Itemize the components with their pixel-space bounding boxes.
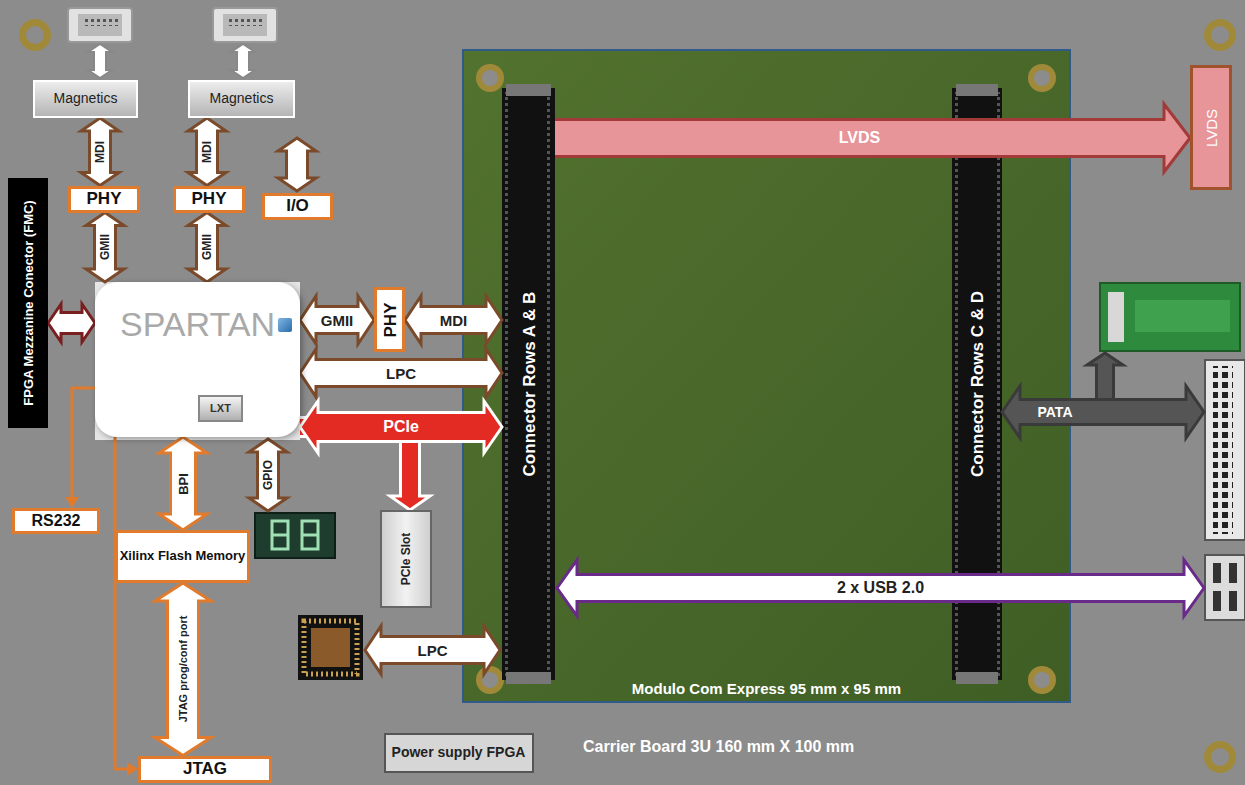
node-text: I/O <box>286 197 309 216</box>
node-text: FPGA Mezzanine Conector (FMC) <box>22 200 35 405</box>
node-text: LXT <box>210 402 231 414</box>
compact-flash-card <box>1100 283 1240 351</box>
bus-arrow <box>48 304 95 342</box>
bus-arrow <box>300 349 502 397</box>
usb-connector <box>1205 555 1245 620</box>
fmc-connector: FPGA Mezzanine Conector (FMC) <box>8 178 48 428</box>
bus-arrow <box>188 118 226 186</box>
node-text: Connector Rows C & D <box>969 291 986 477</box>
fpga-chip: SPARTAN LXT <box>95 282 300 437</box>
seven-segment-display <box>255 513 335 558</box>
chip-shadow <box>95 282 300 440</box>
node-text: SPARTAN <box>120 306 275 343</box>
node-text: Modulo Com Express 95 mm x 95 mm <box>463 680 1070 697</box>
bus-arrow <box>300 401 502 453</box>
node-text: Power supply FPGA <box>392 745 526 760</box>
arrow-label: PATA <box>1038 405 1073 419</box>
bus-arrow <box>81 118 119 186</box>
magnetics-box: Magnetics <box>33 80 138 118</box>
signal-line <box>65 388 95 508</box>
bus-arrow <box>188 213 226 283</box>
signal-arrow <box>1002 386 1204 438</box>
arrow-label: GMII <box>99 234 111 260</box>
arrow-label: 2 x USB 2.0 <box>837 580 924 596</box>
arrow-label: MDI <box>440 313 468 328</box>
bus-arrow <box>155 583 211 756</box>
pcie-slot: PCIe Slot <box>380 510 432 608</box>
arrow-label: PCIe <box>383 419 419 435</box>
arrow-label: LPC <box>418 643 448 658</box>
bus-arrow <box>86 213 124 283</box>
bus-arrow <box>555 104 1190 172</box>
signal-arrow <box>278 138 316 191</box>
bus-arrow <box>405 296 502 344</box>
phy-box: PHY <box>173 186 245 213</box>
ide-header <box>1205 360 1245 540</box>
power-supply-box: Power supply FPGA <box>384 733 534 773</box>
node-text: Magnetics <box>54 91 118 106</box>
signal-line <box>115 437 138 776</box>
node-text: JTAG <box>183 760 227 779</box>
mounting-hole <box>19 19 1236 773</box>
jtag-box: JTAG <box>138 756 272 783</box>
phy-box: PHY <box>374 287 405 352</box>
lpc-chip <box>298 615 363 680</box>
signal-arrow <box>1087 353 1123 400</box>
arrow-label: JTAG prog/conf port <box>178 616 189 723</box>
signal-arrow <box>231 44 255 78</box>
logo-cube <box>278 318 292 332</box>
io-box: I/O <box>262 193 333 220</box>
phy-box: PHY <box>68 186 140 213</box>
bus-arrow <box>159 437 207 530</box>
arrow-label: MDI <box>94 141 106 163</box>
arrow-label: GPIO <box>262 460 274 490</box>
node-text: RS232 <box>32 512 81 530</box>
com-express-module: Modulo Com Express 95 mm x 95 mm Connecto… <box>463 50 1070 702</box>
signal-arrow <box>249 439 287 511</box>
flash-memory-box: Xilinx Flash Memory <box>115 530 250 583</box>
node-text: PHY <box>381 302 398 337</box>
arrow-label: BPI <box>177 473 190 495</box>
arrow-label: GMII <box>201 234 213 260</box>
bus-arrow <box>300 296 374 344</box>
chip-marking: LXT <box>198 395 243 422</box>
node-text: Connector Rows A & B <box>520 292 537 477</box>
rs232-box: RS232 <box>12 508 100 534</box>
arrow-label: LVDS <box>839 130 880 146</box>
magnetics-box: Magnetics <box>188 80 295 118</box>
lvds-connector: LVDS <box>1190 65 1232 190</box>
arrow-label: GMII <box>321 313 354 328</box>
node-text: LVDS <box>1204 108 1219 146</box>
arrow-label: LPC <box>386 366 416 381</box>
rj45-jack <box>68 8 277 42</box>
board-connector: Connector Rows A & B <box>502 88 555 680</box>
node-text: PCIe Slot <box>400 533 412 586</box>
node-text: Magnetics <box>210 91 274 106</box>
arrow-label: MDI <box>201 141 213 163</box>
node-text: Xilinx Flash Memory <box>120 549 246 563</box>
board-connector: Connector Rows C & D <box>952 88 1002 680</box>
board-title: Carrier Board 3U 160 mm X 100 mm <box>583 739 854 755</box>
signal-arrow <box>88 44 112 78</box>
signal-arrow <box>557 560 1204 616</box>
signal-arrow <box>365 626 500 674</box>
node-text: PHY <box>87 190 122 209</box>
node-text: PHY <box>192 190 227 209</box>
